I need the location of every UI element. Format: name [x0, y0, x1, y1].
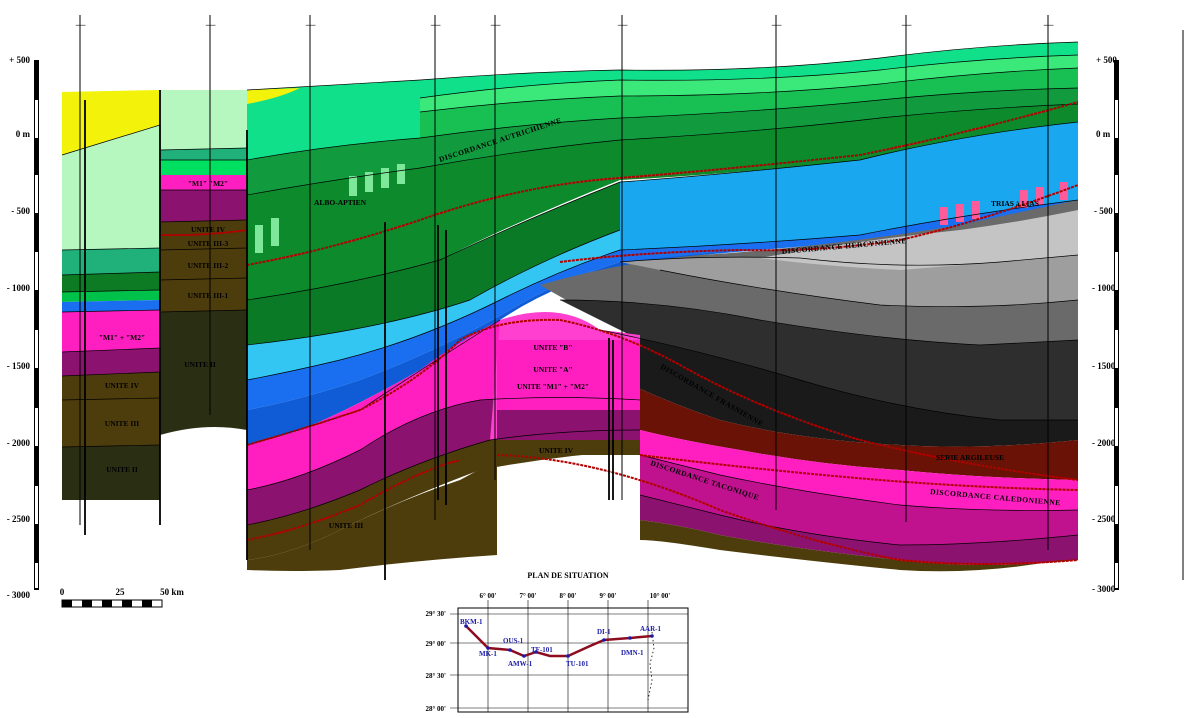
map-latitude: 29° 00'	[426, 640, 447, 648]
unit-label: TRIAS à LIAS	[991, 199, 1039, 208]
left-depth-label: + 500	[9, 55, 30, 65]
left-depth-label: - 1500	[7, 361, 31, 371]
unit-label: UNITE III	[105, 419, 139, 428]
left-depth-label: 0 m	[16, 129, 31, 139]
right-depth-label: - 2000	[1092, 438, 1116, 448]
right-depth-label: - 1000	[1092, 283, 1116, 293]
svg-text:│: │	[305, 22, 316, 28]
fault-lines	[84, 90, 614, 580]
svg-text:│: │	[490, 22, 501, 28]
map-latitude: 28° 00'	[426, 705, 447, 713]
well-top-tags: │ │ │ │ │ │ │ │ │	[75, 22, 1054, 28]
scale-label: 50 km	[160, 587, 184, 597]
unit-label: UNITE III-2	[188, 261, 229, 270]
map-longitude: 10° 00'	[650, 592, 671, 600]
location-map: PLAN DE SITUATION 6° 00' 7° 00' 8° 00' 9…	[426, 571, 689, 713]
unit-label: UNITE III	[329, 521, 363, 530]
border-line	[647, 631, 655, 701]
unit-label: UNITE "A"	[533, 365, 572, 374]
discordance-lines	[246, 101, 1079, 565]
map-longitude: 9° 00'	[600, 592, 617, 600]
map-well-label: TU-101	[566, 660, 589, 668]
svg-text:│: │	[617, 22, 628, 28]
left-depth-label: - 2000	[7, 438, 31, 448]
svg-text:│: │	[430, 22, 441, 28]
unit-label: "M1" + "M2"	[99, 333, 145, 342]
right-depth-label: - 1500	[1092, 361, 1116, 371]
unit-label: UNITE "B"	[534, 343, 573, 352]
map-well-label: DMN-1	[621, 649, 644, 657]
map-latitude: 29° 30'	[426, 610, 447, 618]
map-well-label: DI-1	[597, 628, 611, 636]
scale-label: 25	[116, 587, 126, 597]
unit-label: UNITE III-1	[188, 291, 229, 300]
map-longitude: 7° 00'	[520, 592, 537, 600]
map-well-label: OUS-1	[503, 637, 524, 645]
scale-label: 0	[60, 587, 65, 597]
svg-text:│: │	[75, 22, 86, 28]
unit-label: "M1" "M2"	[188, 179, 228, 188]
left-fault-block	[61, 90, 161, 500]
map-longitude: 8° 00'	[560, 592, 577, 600]
unit-label: UNITE IV	[105, 381, 140, 390]
left-depth-scale: + 500 0 m - 500 - 1000 - 1500 - 2000 - 2…	[7, 55, 39, 600]
right-depth-label: - 3000	[1092, 584, 1116, 594]
svg-text:│: │	[771, 22, 782, 28]
unit-label: UNITE II	[106, 465, 138, 474]
right-depth-label: - 2500	[1092, 514, 1116, 524]
well-lines	[79, 15, 1049, 550]
bar-scale: 0 25 50 km	[60, 587, 184, 608]
svg-text:│: │	[1043, 22, 1054, 28]
second-fault-block	[159, 90, 248, 435]
unit-label: UNITE IV	[191, 225, 226, 234]
unit-label: ALBO-APTIEN	[314, 198, 367, 207]
left-depth-label: - 3000	[7, 590, 31, 600]
right-depth-label: 0 m	[1096, 129, 1111, 139]
unit-labels: "M1" "M2" UNITE IV UNITE III-3 UNITE III…	[99, 179, 1039, 530]
svg-text:│: │	[901, 22, 912, 28]
map-latitude: 28° 30'	[426, 672, 447, 680]
right-depth-label: - 500	[1094, 206, 1113, 216]
svg-text:│: │	[205, 22, 216, 28]
unit-label: SERIE ARGILEUSE	[936, 453, 1004, 462]
unit-label: UNITE II	[184, 360, 216, 369]
left-depth-label: - 2500	[7, 514, 31, 524]
map-well-label: MK-1	[479, 650, 497, 658]
map-well-label: BKM-1	[460, 618, 483, 626]
stripe-pattern-green	[255, 164, 405, 253]
section-trace	[465, 625, 653, 658]
unit-label: UNITE IV	[539, 446, 574, 455]
map-well-label: TF-101	[531, 646, 553, 654]
map-well-label: AMW-1	[508, 660, 533, 668]
unit-label: UNITE III-3	[188, 239, 229, 248]
left-depth-label: - 500	[11, 206, 30, 216]
map-title: PLAN DE SITUATION	[527, 571, 608, 580]
right-depth-scale: + 500 0 m - 500 - 1000 - 1500 - 2000 - 2…	[1092, 55, 1119, 594]
right-depth-label: + 500	[1096, 55, 1117, 65]
map-well-label: AAR-1	[640, 625, 661, 633]
unit-label: UNITE "M1" + "M2"	[517, 382, 589, 391]
left-depth-label: - 1000	[7, 283, 31, 293]
map-longitude: 6° 00'	[480, 592, 497, 600]
